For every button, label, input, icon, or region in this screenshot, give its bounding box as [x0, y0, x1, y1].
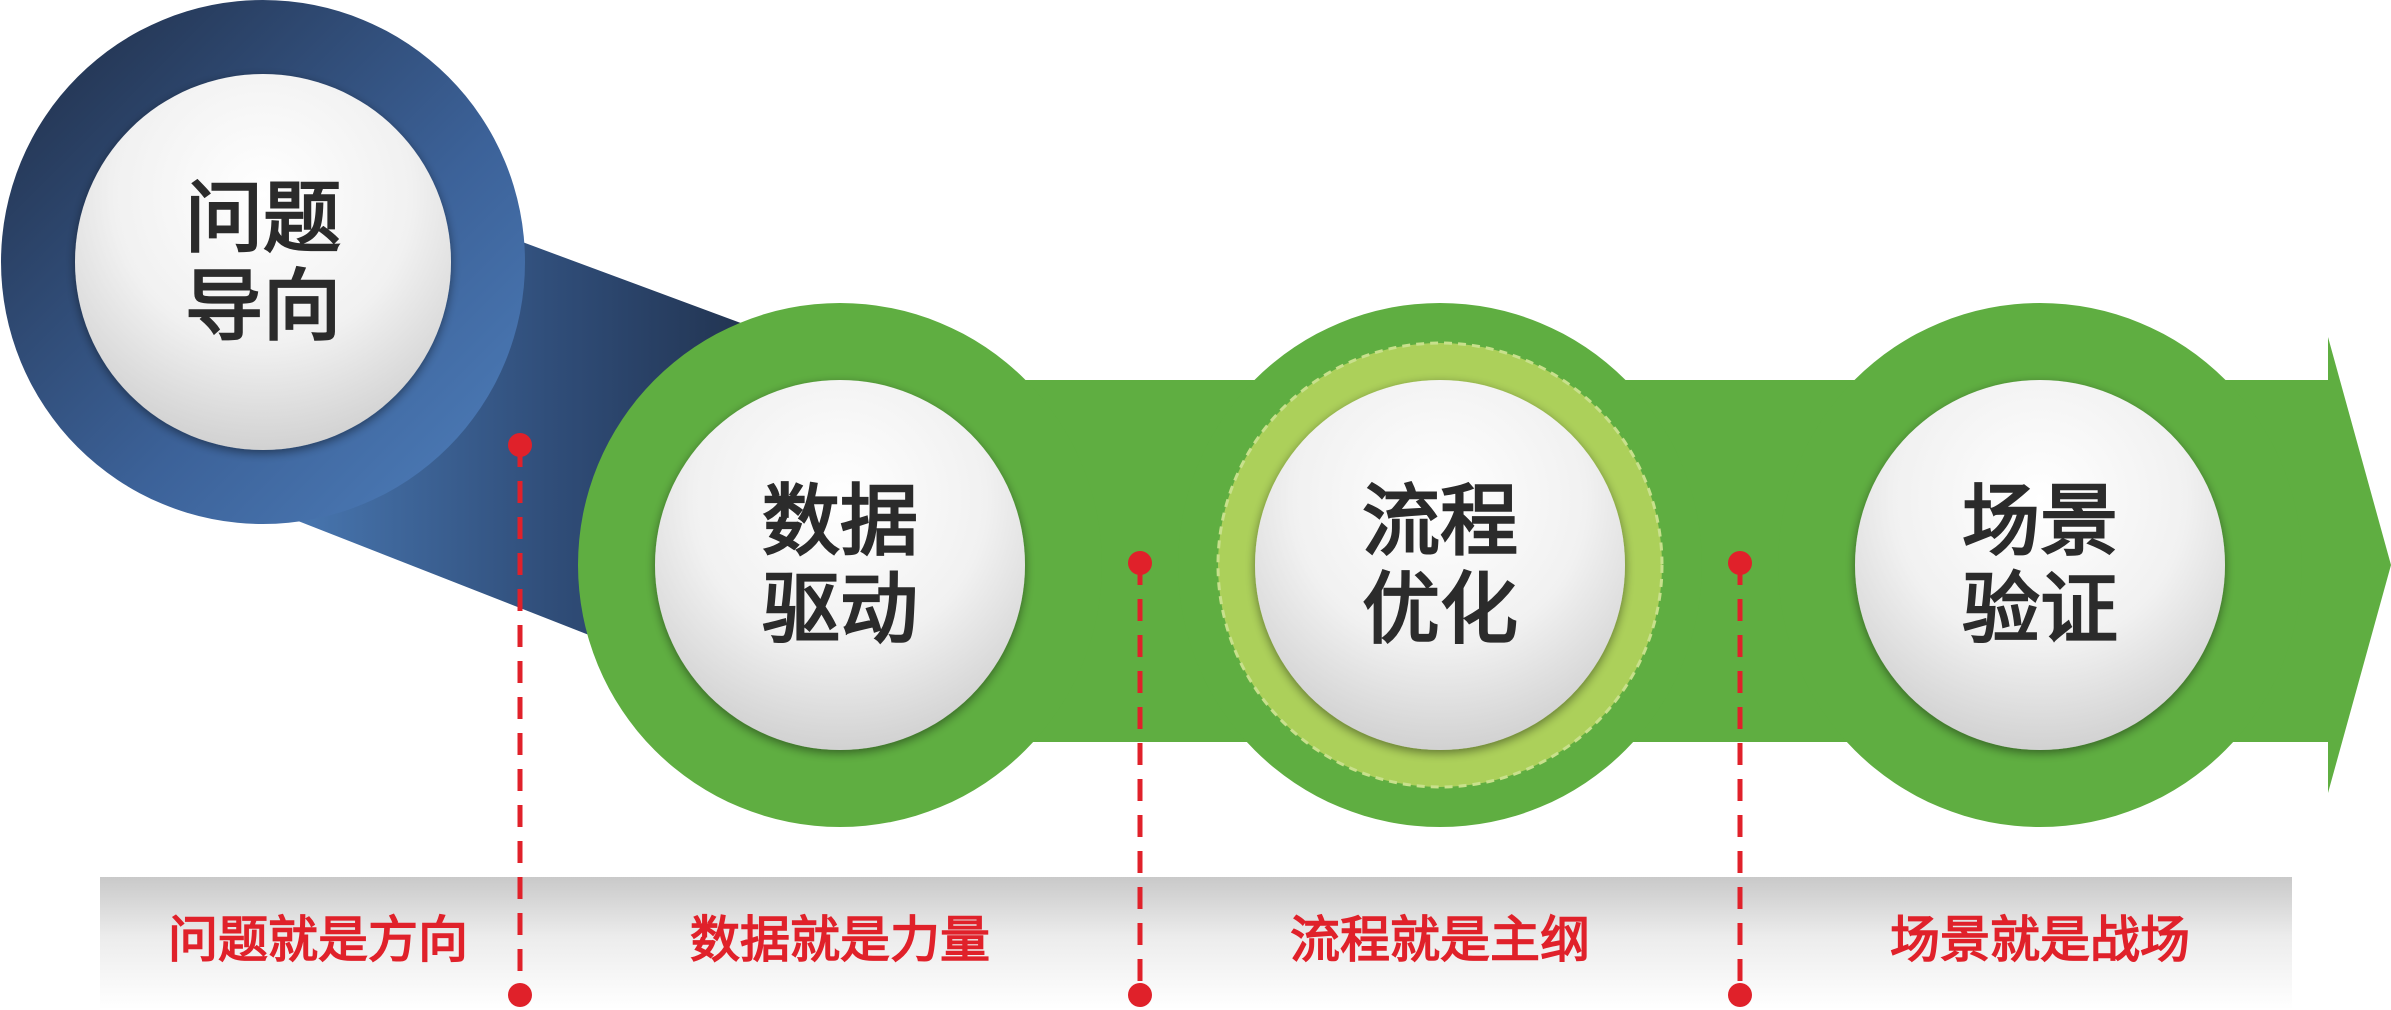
caption-problem: 问题就是方向 — [168, 911, 468, 969]
node-plate-problem — [75, 74, 451, 450]
node-label-scenario-line1: 场景 — [1962, 477, 2118, 567]
node-label-data-line1: 数据 — [762, 477, 918, 567]
divider-marker-3 — [1728, 551, 1752, 1007]
caption-band — [100, 877, 2292, 1010]
node-plate-process — [1255, 380, 1625, 750]
node-plate-scenario — [1855, 380, 2225, 750]
divider-marker-2 — [1128, 551, 1152, 1007]
node-label-process-line1: 流程 — [1362, 477, 1518, 567]
node-label-problem-line2: 导向 — [185, 262, 341, 352]
node-label-problem-line1: 问题 — [185, 174, 341, 264]
node-label-process-line2: 优化 — [1362, 565, 1518, 655]
caption-data: 数据就是力量 — [690, 911, 990, 969]
caption-scenario: 场景就是战场 — [1890, 911, 2190, 969]
divider-marker-1 — [508, 433, 532, 1007]
node-label-scenario-line2: 验证 — [1962, 565, 2118, 655]
node-label-data-line2: 驱动 — [762, 565, 918, 655]
caption-process: 流程就是主纲 — [1290, 911, 1590, 969]
node-plate-data — [655, 380, 1025, 750]
